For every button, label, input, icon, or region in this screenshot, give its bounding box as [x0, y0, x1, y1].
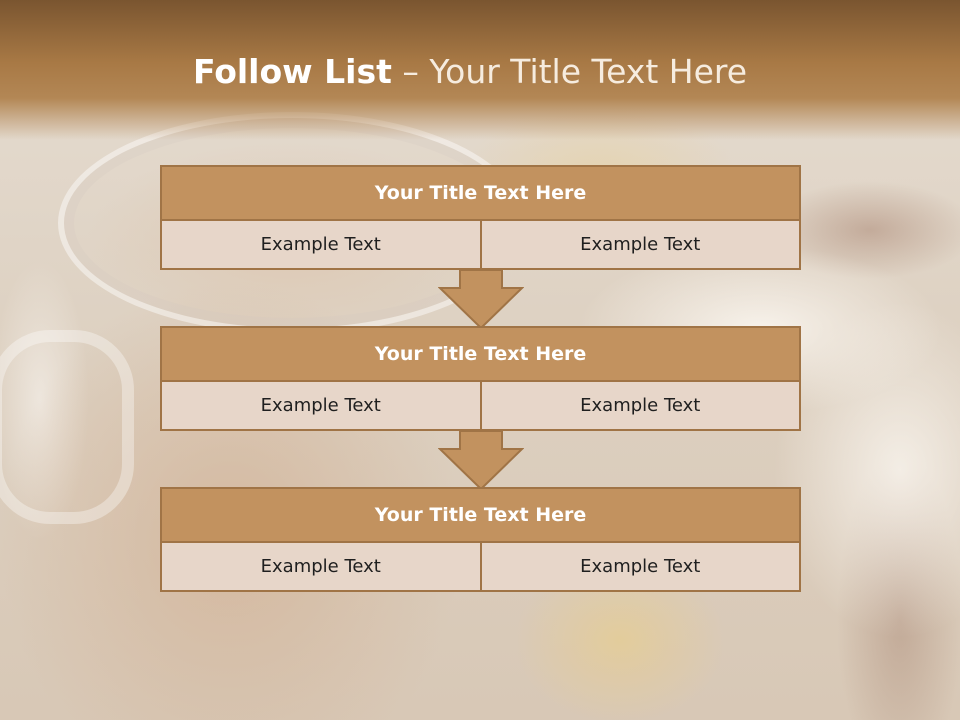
slide-title-rest: – Your Title Text Here	[391, 52, 748, 91]
step-block-1: Your Title Text Here Example Text Exampl…	[160, 165, 801, 270]
step-title: Your Title Text Here	[160, 326, 801, 382]
step-title: Your Title Text Here	[160, 487, 801, 543]
step-cell-left: Example Text	[160, 543, 482, 592]
step-cell-left: Example Text	[160, 221, 482, 270]
header-band	[0, 0, 960, 140]
step-row: Example Text Example Text	[160, 543, 801, 592]
step-block-3: Your Title Text Here Example Text Exampl…	[160, 487, 801, 592]
step-block-2: Your Title Text Here Example Text Exampl…	[160, 326, 801, 431]
step-cell-left: Example Text	[160, 382, 482, 431]
step-cell-right: Example Text	[481, 221, 801, 270]
step-cell-right: Example Text	[481, 543, 801, 592]
step-cell-right: Example Text	[481, 382, 801, 431]
slide-title: Follow List – Your Title Text Here	[0, 52, 940, 91]
down-arrow-icon	[438, 270, 524, 330]
slide-title-bold: Follow List	[192, 52, 392, 91]
step-title: Your Title Text Here	[160, 165, 801, 221]
step-row: Example Text Example Text	[160, 221, 801, 270]
step-row: Example Text Example Text	[160, 382, 801, 431]
jar-handle-decoration	[0, 330, 134, 524]
down-arrow-icon	[438, 431, 524, 491]
